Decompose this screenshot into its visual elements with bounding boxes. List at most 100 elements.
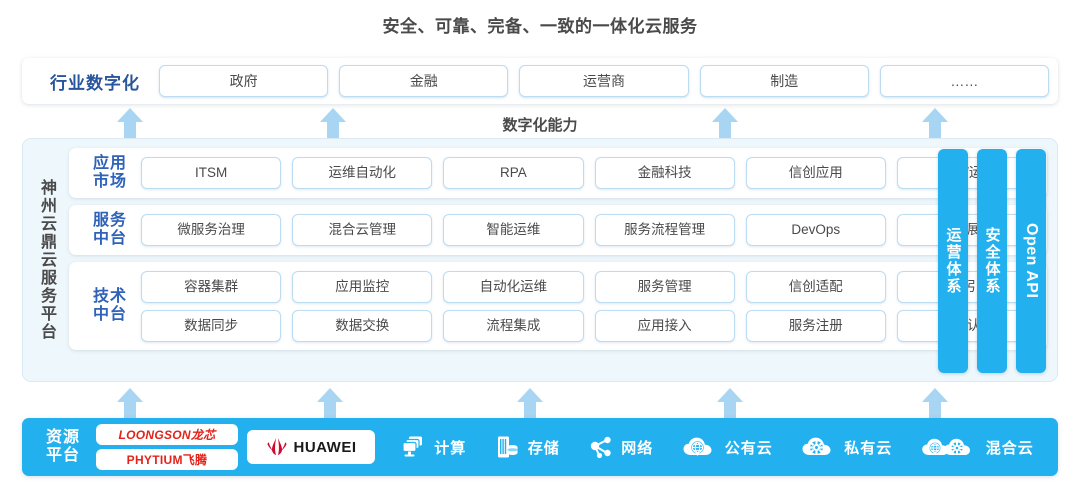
up-arrow-icon (117, 108, 143, 138)
resource-item-hybrid-cloud[interactable]: 混合云 (921, 435, 1034, 459)
cloud-gear-icon (802, 437, 831, 455)
cell-ops-automation[interactable]: 运维自动化 (292, 157, 433, 189)
row-label-line2: 中台 (92, 230, 127, 247)
industry-item-government[interactable]: 政府 (159, 65, 329, 97)
platform-rows: 应用 市场 ITSM 运维自动化 RPA 金融科技 信创应用 运维/运营 (69, 139, 1057, 381)
industry-digitalization-panel: 行业数字化 政府 金融 运营商 制造 …… (22, 58, 1058, 104)
row-label-line1: 技术 (92, 288, 127, 306)
resource-platform-bar: 资源 平台 LOONGSON龙芯 PHYTIUM飞腾 HUAWEI (22, 418, 1058, 476)
page-title: 安全、可靠、完备、一致的一体化云服务 (382, 17, 698, 36)
resource-label-line2: 平台 (45, 447, 80, 464)
cell-data-sync[interactable]: 数据同步 (141, 309, 282, 342)
up-arrow-icon (922, 388, 948, 418)
cloud-globe-icon (683, 437, 712, 456)
industry-label: 行业数字化 (50, 73, 140, 93)
resource-item-label: 私有云 (844, 439, 893, 457)
loongson-logo: LOONGSON龙芯 (96, 424, 238, 445)
industry-item-manufacturing[interactable]: 制造 (699, 65, 869, 97)
up-arrow-icon (922, 108, 948, 138)
lower-arrow-band (0, 386, 1080, 418)
cell-devops[interactable]: DevOps (745, 214, 886, 246)
industry-box-list: 政府 金融 运营商 制造 …… (159, 65, 1050, 97)
cell-line: 数据同步 数据交换 流程集成 应用接入 服务注册 统一认证 (141, 309, 1038, 342)
cell-hybrid-cloud-mgmt[interactable]: 混合云管理 (292, 214, 433, 246)
row-cells: ITSM 运维自动化 RPA 金融科技 信创应用 运维/运营 (141, 157, 1038, 189)
up-arrow-icon (712, 108, 738, 138)
cloud-globe-gear-icon (921, 438, 970, 456)
cpu-logo-stack: LOONGSON龙芯 PHYTIUM飞腾 (96, 424, 238, 470)
resource-item-label: 网络 (621, 439, 654, 457)
pillar-label: 运营体系 (944, 227, 962, 295)
resource-item-private-cloud[interactable]: 私有云 (801, 435, 892, 459)
cell-microservice-governance[interactable]: 微服务治理 (141, 214, 282, 246)
cell-data-exchange[interactable]: 数据交换 (292, 309, 433, 342)
cell-intelligent-ops[interactable]: 智能运维 (443, 214, 584, 246)
phytium-logo: PHYTIUM飞腾 (96, 449, 238, 470)
cell-container-cluster[interactable]: 容器集群 (141, 270, 282, 303)
up-arrow-icon (717, 388, 743, 418)
cell-app-monitoring[interactable]: 应用监控 (292, 270, 433, 303)
resource-item-storage[interactable]: 存储 (495, 434, 560, 460)
cell-service-registry[interactable]: 服务注册 (745, 309, 886, 342)
huawei-flower-icon (267, 437, 286, 455)
up-arrow-icon (517, 388, 543, 418)
row-label-app-market: 应用 市场 (79, 155, 141, 191)
row-label-line2: 中台 (92, 306, 127, 323)
resource-item-label: 公有云 (724, 439, 773, 457)
server-database-icon (497, 436, 518, 458)
resource-item-label: 混合云 (985, 439, 1034, 457)
pillar-security-system[interactable]: 安全体系 (977, 149, 1007, 373)
pillar-operation-system[interactable]: 运营体系 (938, 149, 968, 373)
cell-service-mgmt[interactable]: 服务管理 (594, 270, 735, 303)
resource-item-public-cloud[interactable]: 公有云 (682, 435, 773, 459)
pillar-group: 运营体系 安全体系 Open API (938, 149, 1046, 373)
cell-xinchuang-app[interactable]: 信创应用 (745, 157, 886, 189)
cell-automated-ops[interactable]: 自动化运维 (443, 270, 584, 303)
platform-vertical-label: 神州云鼎云服务平台 (23, 139, 69, 381)
upper-arrow-band (0, 106, 1080, 140)
huawei-logo: HUAWEI (247, 430, 375, 464)
up-arrow-icon (317, 388, 343, 418)
resource-label-line1: 资源 (45, 428, 80, 446)
resource-label: 资源 平台 (32, 429, 94, 466)
row-label-line2: 市场 (92, 173, 127, 190)
resource-item-network[interactable]: 网络 (588, 434, 653, 460)
industry-item-operator[interactable]: 运营商 (519, 65, 689, 97)
cloud-service-platform-panel: 神州云鼎云服务平台 应用 市场 ITSM 运维自动化 RPA 金融科技 信创应用… (22, 138, 1058, 382)
row-cells: 容器集群 应用监控 自动化运维 服务管理 信创适配 流程引擎 数据同步 数据交换… (141, 270, 1038, 342)
capability-title: 数字化能力 (502, 117, 578, 134)
cell-line: 微服务治理 混合云管理 智能运维 服务流程管理 DevOps 大屏展示 (141, 214, 1038, 246)
cell-service-process-mgmt[interactable]: 服务流程管理 (594, 214, 735, 246)
row-label-line1: 服务 (92, 212, 127, 230)
pillar-label: Open API (1023, 223, 1040, 299)
row-label-line1: 应用 (92, 155, 127, 173)
cell-process-integration[interactable]: 流程集成 (443, 309, 584, 342)
computer-icon (402, 436, 423, 457)
up-arrow-icon (320, 108, 346, 138)
network-nodes-icon (591, 436, 611, 459)
industry-item-more[interactable]: …… (879, 65, 1050, 97)
cell-rpa[interactable]: RPA (443, 157, 584, 189)
row-service-midplatform: 服务 中台 微服务治理 混合云管理 智能运维 服务流程管理 DevOps 大屏展… (69, 205, 1047, 255)
cell-app-access[interactable]: 应用接入 (594, 309, 735, 342)
pillar-label: 安全体系 (983, 227, 1001, 295)
pillar-open-api[interactable]: Open API (1016, 149, 1046, 373)
cell-line: ITSM 运维自动化 RPA 金融科技 信创应用 运维/运营 (141, 157, 1038, 189)
row-app-market: 应用 市场 ITSM 运维自动化 RPA 金融科技 信创应用 运维/运营 (69, 148, 1047, 198)
platform-vertical-label-text: 神州云鼎云服务平台 (38, 179, 55, 341)
resource-item-compute[interactable]: 计算 (401, 434, 466, 460)
resource-item-list: 计算 存储 (387, 434, 1048, 460)
industry-item-finance[interactable]: 金融 (339, 65, 509, 97)
cell-itsm[interactable]: ITSM (141, 157, 282, 189)
cell-xinchuang-adaptation[interactable]: 信创适配 (745, 270, 886, 303)
cell-fintech[interactable]: 金融科技 (594, 157, 735, 189)
row-label-service-midplatform: 服务 中台 (79, 212, 141, 248)
row-label-tech-midplatform: 技术 中台 (79, 288, 141, 324)
row-tech-midplatform: 技术 中台 容器集群 应用监控 自动化运维 服务管理 信创适配 流程引擎 数据同… (69, 262, 1047, 350)
cell-line: 容器集群 应用监控 自动化运维 服务管理 信创适配 流程引擎 (141, 270, 1038, 303)
resource-item-label: 计算 (434, 439, 467, 457)
huawei-wordmark: HUAWEI (293, 438, 357, 456)
up-arrow-icon (117, 388, 143, 418)
resource-item-label: 存储 (527, 439, 560, 457)
